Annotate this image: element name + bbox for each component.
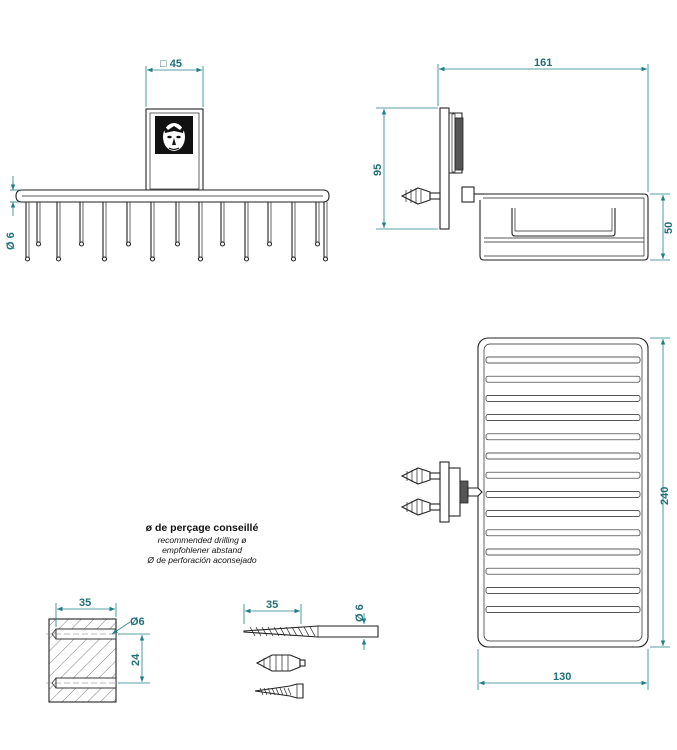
anchor-lower-icon (400, 498, 441, 516)
hole-diameter-label: Ø6 (130, 616, 145, 628)
slat (485, 491, 641, 498)
rod (24, 202, 31, 262)
rod (219, 202, 226, 247)
plate-square-label: □ 45 (160, 58, 182, 70)
rod (125, 202, 132, 247)
slat (485, 510, 641, 517)
drill-bit-icon: 35 Ø 6 (243, 599, 379, 650)
slat (485, 548, 641, 556)
rod (314, 202, 321, 247)
length-label: 240 (659, 487, 671, 505)
slat (485, 452, 641, 460)
rod (266, 202, 273, 247)
front-view: Ø 6 □ 45 (5, 58, 330, 262)
rod (35, 202, 42, 247)
slat (485, 606, 641, 613)
top-view: 240 130 (400, 337, 671, 690)
width-label: 130 (553, 671, 571, 683)
slat (485, 395, 641, 402)
height-label: 95 (372, 164, 384, 176)
drilling-note: ø de perçage conseillé recommended drill… (112, 522, 292, 565)
hole-spacing-label: 24 (130, 653, 142, 666)
rod (78, 202, 85, 247)
slat (485, 433, 641, 441)
rod (322, 202, 329, 262)
basket-slats (485, 356, 641, 613)
wall-plug-icon (255, 654, 306, 672)
depth-label: 161 (534, 57, 552, 69)
bit-diameter-label: Ø 6 (354, 604, 366, 622)
rod (197, 202, 204, 262)
rod (290, 202, 297, 262)
drilling-detail: 35 Ø6 24 (46, 597, 150, 703)
drilling-note-en: recommended drilling ø (157, 535, 247, 545)
slat (485, 587, 641, 594)
drilling-note-fr: ø de perçage conseillé (145, 522, 259, 534)
brand-logo-icon (155, 116, 193, 154)
rod (174, 202, 181, 247)
rod-diameter-label: Ø 6 (5, 232, 17, 250)
rod (149, 202, 156, 262)
rod (55, 202, 62, 262)
drilling-note-de: empfohlener abstand (162, 545, 242, 555)
rod (101, 202, 108, 262)
slat (485, 375, 641, 383)
drilling-note-es: Ø de perforación aconsejado (147, 555, 257, 565)
basket-height-label: 50 (663, 222, 675, 234)
slat (485, 529, 641, 537)
bit-length-label: 35 (266, 599, 278, 611)
slat (485, 356, 641, 364)
slat (485, 567, 641, 575)
screw-icon (254, 683, 304, 699)
front-rods (24, 202, 329, 262)
slat (485, 471, 641, 479)
slat (485, 414, 641, 421)
drill-depth-label: 35 (79, 597, 91, 609)
rod (243, 202, 250, 262)
side-view: 161 95 50 (372, 57, 675, 261)
anchor-upper-icon (400, 467, 441, 485)
